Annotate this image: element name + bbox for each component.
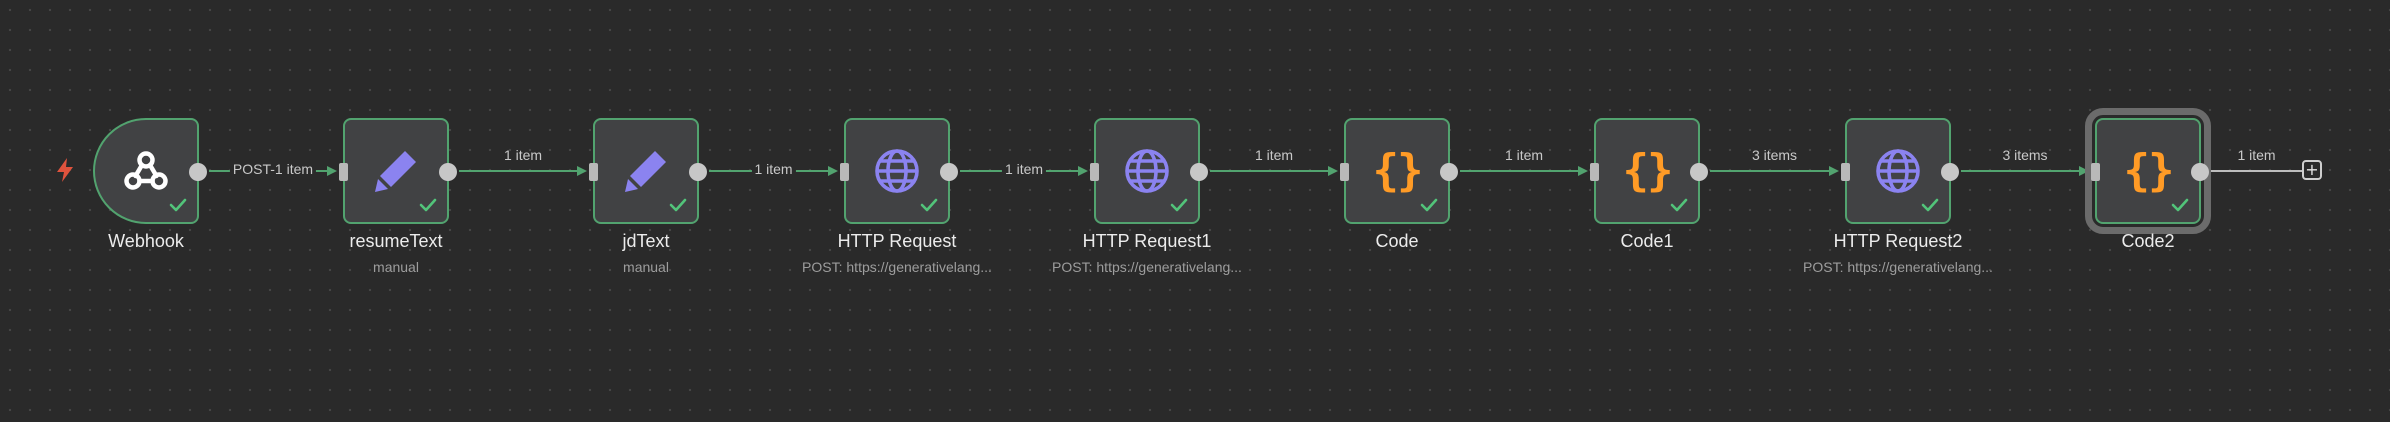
- edge-item-count-label: 1 item: [1254, 147, 1294, 163]
- pencil-icon: [620, 145, 672, 197]
- code-braces-icon: {}: [2122, 145, 2175, 197]
- globe-icon: [1121, 145, 1173, 197]
- connection-arrow: [1829, 166, 1839, 176]
- edge-item-count-label: POST-1 item: [229, 161, 317, 177]
- input-handle[interactable]: [1340, 163, 1349, 181]
- success-check-icon: [419, 198, 437, 212]
- node-title: resumeText: [349, 231, 443, 251]
- input-handle[interactable]: [1841, 163, 1850, 181]
- output-handle[interactable]: [1190, 163, 1208, 181]
- success-check-icon: [920, 198, 938, 212]
- node-title: Code: [1375, 231, 1419, 251]
- node-subtitle: POST: https://generativelang...: [1803, 259, 1993, 275]
- node-title: Code2: [2121, 231, 2175, 251]
- add-node-plus-button[interactable]: +: [2302, 160, 2322, 180]
- output-handle[interactable]: [439, 163, 457, 181]
- trigger-bolt-icon: [57, 158, 73, 182]
- connection-arrow: [577, 166, 587, 176]
- input-handle[interactable]: [840, 163, 849, 181]
- node-code[interactable]: {}: [1340, 118, 1458, 224]
- output-handle[interactable]: [2191, 163, 2209, 181]
- node-code1[interactable]: {}: [1590, 118, 1708, 224]
- globe-icon: [871, 145, 923, 197]
- output-handle[interactable]: [940, 163, 958, 181]
- connection-arrow: [327, 166, 337, 176]
- edge-item-count-label: 1 item: [751, 161, 796, 177]
- code-braces-glyph: {}: [1622, 145, 1674, 196]
- success-check-icon: [2171, 198, 2189, 212]
- success-check-icon: [1921, 198, 1939, 212]
- success-check-icon: [1420, 198, 1438, 212]
- code-braces-glyph: {}: [2123, 145, 2175, 196]
- connection-arrow: [2079, 166, 2089, 176]
- output-handle[interactable]: [689, 163, 707, 181]
- edge-item-count-label: 3 items: [1751, 147, 1798, 163]
- node-http-request[interactable]: [840, 118, 958, 224]
- edge-item-count-label: 1 item: [503, 147, 543, 163]
- connection-arrow: [828, 166, 838, 176]
- input-handle[interactable]: [1590, 163, 1599, 181]
- input-handle[interactable]: [1090, 163, 1099, 181]
- edge-item-count-label: 1 item: [1504, 147, 1544, 163]
- node-subtitle: POST: https://generativelang...: [802, 259, 992, 275]
- node-subtitle: manual: [373, 259, 419, 275]
- code-braces-icon: {}: [1371, 145, 1424, 197]
- node-title: HTTP Request2: [1833, 231, 1963, 251]
- input-handle[interactable]: [589, 163, 598, 181]
- node-title: Code1: [1620, 231, 1674, 251]
- edge-item-count-label: 1 item: [1001, 161, 1047, 177]
- node-http-request1[interactable]: [1090, 118, 1208, 224]
- node-subtitle: POST: https://generativelang...: [1052, 259, 1242, 275]
- output-handle[interactable]: [1941, 163, 1959, 181]
- node-http-request2[interactable]: [1841, 118, 1959, 224]
- output-handle[interactable]: [1690, 163, 1708, 181]
- pencil-icon: [370, 145, 422, 197]
- success-check-icon: [169, 198, 187, 212]
- success-check-icon: [1170, 198, 1188, 212]
- node-code2[interactable]: {}: [2085, 108, 2211, 234]
- connection-arrow: [1578, 166, 1588, 176]
- node-jdtext[interactable]: [589, 118, 707, 224]
- input-handle[interactable]: [2091, 163, 2100, 181]
- webhook-icon: [120, 145, 172, 197]
- node-title: HTTP Request1: [1082, 231, 1212, 251]
- code-braces-icon: {}: [1621, 145, 1674, 197]
- input-handle[interactable]: [339, 163, 348, 181]
- edge-item-count-label: 1 item: [2237, 147, 2276, 163]
- output-handle[interactable]: [1440, 163, 1458, 181]
- success-check-icon: [669, 198, 687, 212]
- node-subtitle: manual: [623, 259, 669, 275]
- connection-arrow: [1328, 166, 1338, 176]
- edge-item-count-label: 3 items: [2002, 147, 2048, 163]
- node-title: HTTP Request: [837, 231, 957, 251]
- node-resumetext[interactable]: [339, 118, 457, 224]
- node-title: Webhook: [108, 231, 184, 251]
- node-title: jdText: [622, 231, 670, 251]
- output-handle[interactable]: [189, 163, 207, 181]
- globe-icon: [1872, 145, 1924, 197]
- code-braces-glyph: {}: [1372, 145, 1424, 196]
- success-check-icon: [1670, 198, 1688, 212]
- connection-arrow: [1078, 166, 1088, 176]
- node-webhook[interactable]: [93, 118, 207, 224]
